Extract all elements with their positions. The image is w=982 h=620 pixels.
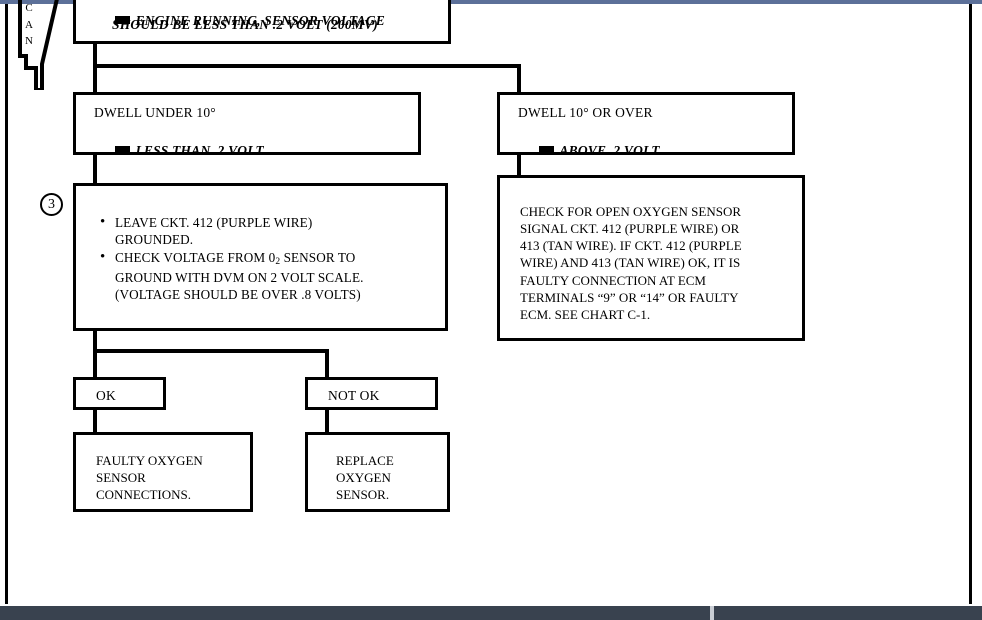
- dwell-under-heading: DWELL UNDER 10°: [94, 105, 216, 120]
- node-step3: LEAVE CKT. 412 (PURPLE WIRE) GROUNDED. C…: [73, 183, 448, 331]
- dwell-over-statement: ABOVE .2 VOLT.: [518, 127, 662, 175]
- connector-not-ok-to-outcome: [325, 408, 329, 434]
- connector-step3-down: [93, 329, 97, 353]
- connector-results-to-ok: [93, 349, 97, 379]
- can-letter-n: N: [25, 35, 33, 47]
- step3-item-2-line1: CHECK VOLTAGE FROM 02 SENSOR TO: [115, 250, 356, 268]
- connector-dwell-under-to-step3: [93, 153, 97, 185]
- node-result-not-ok: NOT OK: [305, 377, 438, 410]
- top-condition-line2: SHOULD BE LESS THAN .2 VOLT (200MV): [112, 17, 378, 32]
- step3-item-2: CHECK VOLTAGE FROM 02 SENSOR TO GROUND W…: [100, 248, 430, 303]
- can-letter-c: C: [25, 2, 33, 14]
- node-dwell-under: DWELL UNDER 10° LESS THAN .2 VOLT.: [73, 92, 421, 158]
- branch-bar-top: [93, 64, 521, 68]
- step-number-badge: 3: [40, 193, 63, 216]
- subscript-two: 2: [275, 257, 281, 268]
- viewer-bottom-bar: [0, 606, 982, 620]
- outcome-not-ok-text: REPLACE OXYGEN SENSOR.: [336, 453, 394, 503]
- connector-results-to-not-ok: [325, 349, 329, 379]
- step3-instruction-list: LEAVE CKT. 412 (PURPLE WIRE) GROUNDED. C…: [100, 213, 430, 304]
- node-ecm-check: CHECK FOR OPEN OXYGEN SENSOR SIGNAL CKT.…: [497, 175, 805, 341]
- result-ok-label: OK: [96, 388, 116, 403]
- can-pointer-shape: [14, 0, 74, 92]
- can-letter-a: A: [25, 18, 33, 31]
- connector-branch-to-right: [517, 64, 521, 94]
- ecm-check-text: CHECK FOR OPEN OXYGEN SENSOR SIGNAL CKT.…: [520, 204, 742, 322]
- connector-top-to-branch: [93, 42, 97, 68]
- connector-branch-to-left: [93, 64, 97, 94]
- square-bullet-icon: [115, 145, 131, 154]
- viewer-bottom-divider: [710, 606, 714, 620]
- dwell-over-heading: DWELL 10° OR OVER: [518, 105, 653, 120]
- branch-bar-results: [93, 349, 329, 353]
- step3-item-1: LEAVE CKT. 412 (PURPLE WIRE) GROUNDED.: [100, 213, 430, 248]
- can-label: C A N: [22, 0, 36, 50]
- node-result-ok: OK: [73, 377, 166, 410]
- result-not-ok-label: NOT OK: [328, 388, 380, 403]
- dwell-under-statement: LESS THAN .2 VOLT.: [94, 127, 266, 175]
- square-bullet-icon: [539, 145, 555, 154]
- connector-ok-to-outcome: [93, 408, 97, 434]
- square-bullet-icon: [115, 15, 131, 24]
- outcome-ok-text: FAULTY OXYGEN SENSOR CONNECTIONS.: [96, 453, 203, 503]
- node-top-condition: ENGINE RUNNING, SENSOR VOLTAGE SHOULD BE…: [73, 0, 451, 44]
- top-condition-line1: ENGINE RUNNING, SENSOR VOLTAGE: [94, 0, 385, 45]
- node-dwell-over: DWELL 10° OR OVER ABOVE .2 VOLT.: [497, 92, 795, 158]
- viewer-top-bar: [0, 0, 982, 4]
- node-outcome-faulty-connections: FAULTY OXYGEN SENSOR CONNECTIONS.: [73, 432, 253, 512]
- connector-dwell-over-to-ecm: [517, 153, 521, 177]
- node-outcome-replace-sensor: REPLACE OXYGEN SENSOR.: [305, 432, 450, 512]
